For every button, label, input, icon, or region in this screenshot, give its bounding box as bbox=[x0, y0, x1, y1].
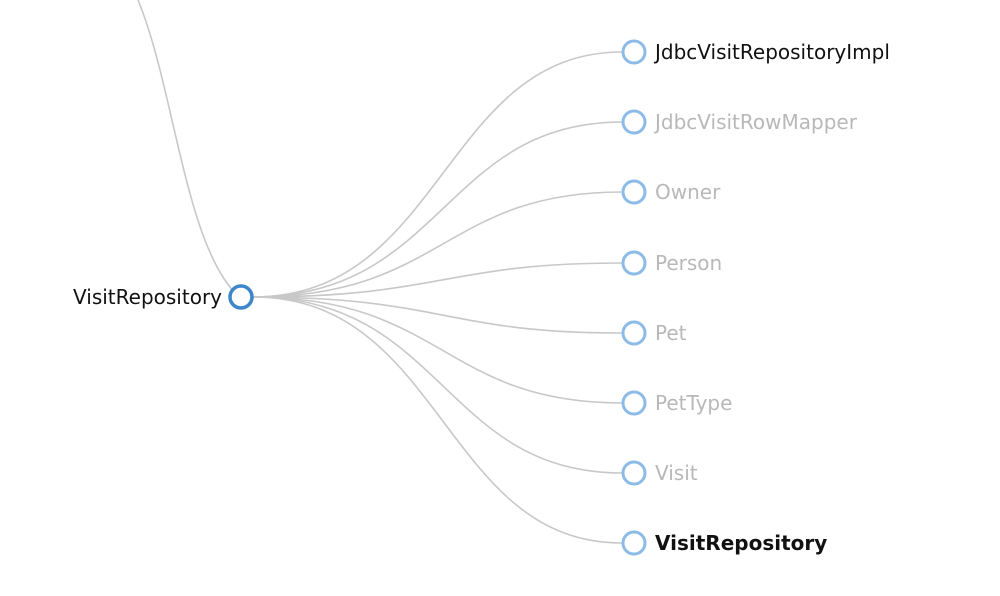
child-node-0[interactable]: JdbcVisitRepositoryImpl bbox=[621, 39, 890, 65]
child-node-label[interactable]: Pet bbox=[655, 321, 687, 345]
child-node-circle[interactable] bbox=[621, 179, 647, 205]
child-node-label[interactable]: VisitRepository bbox=[655, 531, 827, 555]
child-node-circle[interactable] bbox=[621, 39, 647, 65]
root-node[interactable]: VisitRepository bbox=[73, 284, 254, 310]
root-node-label[interactable]: VisitRepository bbox=[73, 285, 222, 309]
child-link-7 bbox=[252, 296, 623, 544]
child-node-5[interactable]: PetType bbox=[621, 390, 732, 416]
child-node-label[interactable]: Person bbox=[655, 251, 722, 275]
child-link-3 bbox=[252, 262, 623, 298]
child-link-2 bbox=[252, 191, 623, 298]
child-link-6 bbox=[252, 296, 623, 474]
child-node-label[interactable]: PetType bbox=[655, 391, 732, 415]
child-node-label[interactable]: Visit bbox=[655, 461, 698, 485]
child-node-circle[interactable] bbox=[621, 109, 647, 135]
child-node-3[interactable]: Person bbox=[621, 250, 722, 276]
links-group bbox=[137, 0, 623, 544]
child-node-4[interactable]: Pet bbox=[621, 320, 687, 346]
child-node-circle[interactable] bbox=[621, 460, 647, 486]
child-node-label[interactable]: Owner bbox=[655, 180, 721, 204]
child-link-4 bbox=[252, 296, 623, 334]
child-node-label[interactable]: JdbcVisitRepositoryImpl bbox=[653, 40, 890, 64]
nodes-group: VisitRepository JdbcVisitRepositoryImplJ… bbox=[73, 39, 890, 556]
child-node-7[interactable]: VisitRepository bbox=[621, 530, 827, 556]
child-node-label[interactable]: JdbcVisitRowMapper bbox=[653, 110, 858, 134]
child-node-circle[interactable] bbox=[621, 250, 647, 276]
child-link-5 bbox=[252, 296, 623, 404]
child-node-1[interactable]: JdbcVisitRowMapper bbox=[621, 109, 858, 135]
child-node-6[interactable]: Visit bbox=[621, 460, 698, 486]
parent-link bbox=[137, 0, 239, 297]
child-link-1 bbox=[252, 121, 623, 298]
child-node-circle[interactable] bbox=[621, 320, 647, 346]
root-node-circle[interactable] bbox=[228, 284, 254, 310]
child-node-circle[interactable] bbox=[621, 530, 647, 556]
child-node-circle[interactable] bbox=[621, 390, 647, 416]
child-link-0 bbox=[252, 51, 623, 298]
child-node-2[interactable]: Owner bbox=[621, 179, 721, 205]
